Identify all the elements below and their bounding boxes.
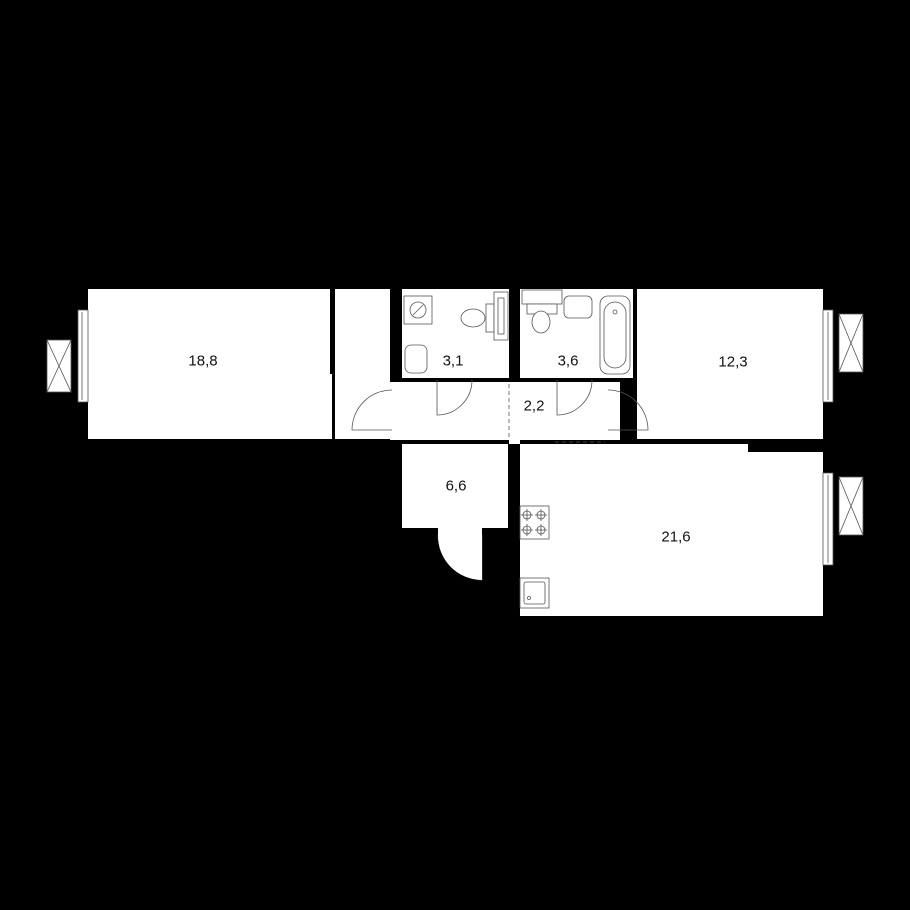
window-right-bottom xyxy=(822,472,864,566)
door-bedroom xyxy=(607,389,649,431)
room-area-label: 12,3 xyxy=(718,353,748,371)
door-bath-small xyxy=(436,379,473,416)
cabinet-icon xyxy=(521,289,563,305)
fixtures-bath-small xyxy=(403,291,509,374)
sink-icon xyxy=(404,344,428,374)
toilet-icon xyxy=(531,310,551,334)
door-living-left xyxy=(351,389,393,431)
fixtures-bath-large xyxy=(521,289,631,375)
corridor-floor xyxy=(509,382,520,444)
room-12-3-floor xyxy=(637,289,823,439)
room-area-label: 3,1 xyxy=(442,352,464,370)
toilet-icon xyxy=(460,308,486,328)
window-right-top xyxy=(822,309,864,403)
wall-notch xyxy=(748,444,823,452)
hall-floor xyxy=(390,382,620,440)
room-6-6-floor xyxy=(402,444,508,528)
room-18-8-floor xyxy=(88,289,332,439)
room-area-label: 2,2 xyxy=(523,397,545,415)
stove-icon xyxy=(519,505,550,540)
window-left xyxy=(46,309,89,403)
sink-icon xyxy=(563,295,593,319)
room-area-label: 3,6 xyxy=(557,352,579,370)
fixtures-kitchen xyxy=(519,505,550,609)
partition-wall xyxy=(330,289,334,374)
room-area-label: 6,6 xyxy=(445,477,467,495)
closet-floor xyxy=(335,289,390,439)
door-bath-large xyxy=(556,379,593,416)
room-area-label: 18,8 xyxy=(188,352,218,370)
room-area-label: 21,6 xyxy=(661,528,691,546)
room-21-6-floor xyxy=(520,444,823,616)
